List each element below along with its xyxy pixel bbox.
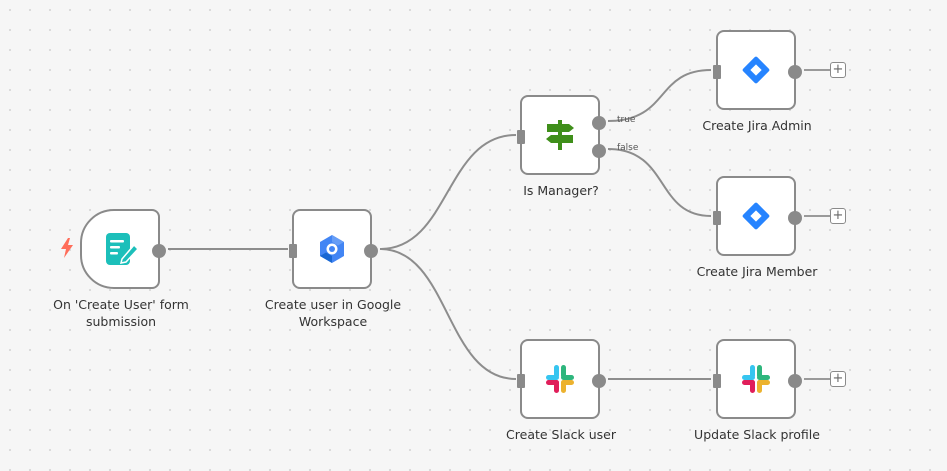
google-workspace-icon bbox=[320, 235, 344, 263]
input-handle[interactable] bbox=[517, 130, 525, 144]
add-node-button[interactable]: + bbox=[830, 371, 846, 387]
output-handle[interactable] bbox=[788, 65, 802, 79]
slack-icon bbox=[546, 365, 574, 393]
input-handle[interactable] bbox=[713, 211, 721, 225]
node-label-update-slack-profile: Update Slack profile bbox=[694, 427, 820, 442]
node-create-slack-user[interactable] bbox=[517, 339, 606, 419]
output-handle[interactable] bbox=[152, 244, 166, 258]
node-label-create-jira-member: Create Jira Member bbox=[696, 264, 818, 279]
node-label-is-manager: Is Manager? bbox=[523, 183, 599, 198]
add-node-button[interactable]: + bbox=[830, 62, 846, 78]
output-handle[interactable] bbox=[364, 244, 378, 258]
input-handle[interactable] bbox=[713, 65, 721, 79]
add-node-button[interactable]: + bbox=[830, 208, 846, 224]
edge-google-to-manager[interactable] bbox=[379, 134, 517, 250]
output-handle[interactable] bbox=[592, 374, 606, 388]
add-connector-line bbox=[804, 69, 830, 71]
node-google-workspace[interactable] bbox=[289, 209, 378, 289]
slack-icon bbox=[742, 365, 770, 393]
node-label-google-workspace: Create user in Google Workspace bbox=[264, 297, 402, 329]
add-connector-line bbox=[804, 378, 830, 380]
output-handle[interactable] bbox=[788, 374, 802, 388]
node-create-jira-member[interactable] bbox=[713, 176, 802, 256]
jira-icon bbox=[742, 56, 770, 84]
node-create-jira-admin[interactable] bbox=[713, 30, 802, 110]
input-handle[interactable] bbox=[289, 244, 297, 258]
node-form-trigger[interactable] bbox=[80, 209, 166, 289]
node-update-slack-profile[interactable] bbox=[713, 339, 802, 419]
jira-icon bbox=[742, 202, 770, 230]
branch-label-false: false bbox=[617, 143, 639, 153]
node-label-create-jira-admin: Create Jira Admin bbox=[702, 118, 812, 133]
false-output-handle[interactable] bbox=[592, 144, 606, 158]
trigger-bolt-icon bbox=[61, 238, 73, 258]
edge-false-to-jira-member[interactable] bbox=[607, 148, 712, 217]
branch-label-true: true bbox=[617, 115, 636, 125]
node-is-manager[interactable] bbox=[517, 95, 606, 175]
input-handle[interactable] bbox=[713, 374, 721, 388]
signpost-icon bbox=[546, 120, 574, 150]
add-connector-line bbox=[804, 215, 830, 217]
true-output-handle[interactable] bbox=[592, 116, 606, 130]
edge-google-to-slack-user[interactable] bbox=[379, 248, 517, 380]
node-label-create-slack-user: Create Slack user bbox=[506, 427, 616, 442]
form-icon bbox=[106, 233, 140, 265]
input-handle[interactable] bbox=[517, 374, 525, 388]
output-handle[interactable] bbox=[788, 211, 802, 225]
node-label-form-trigger: On 'Create User' form submission bbox=[53, 297, 189, 329]
edge-true-to-jira-admin[interactable] bbox=[607, 69, 712, 122]
